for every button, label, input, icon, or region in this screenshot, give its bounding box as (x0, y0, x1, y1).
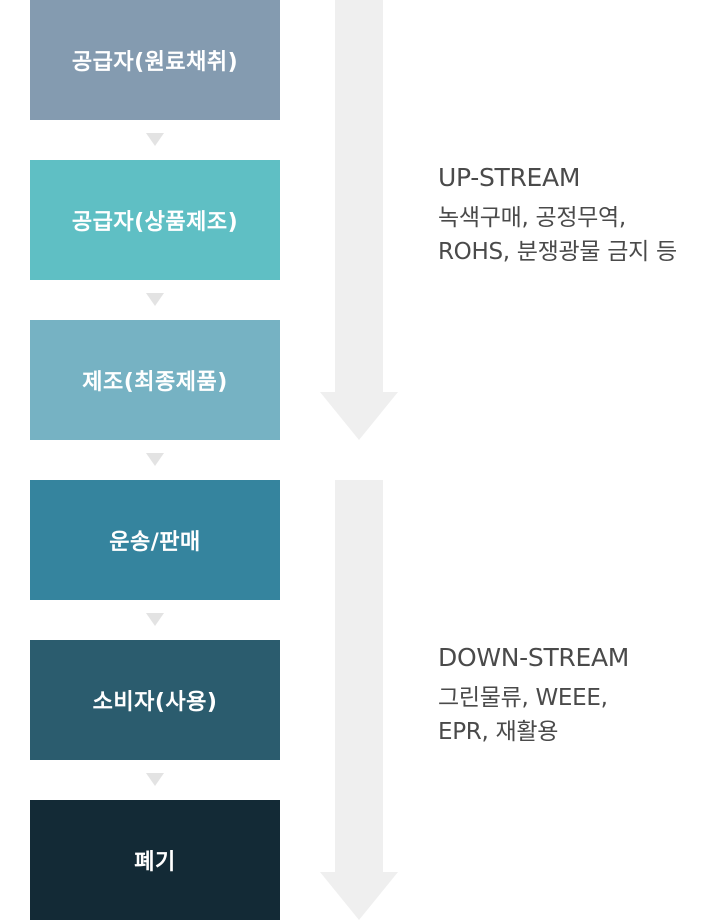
stage-product-supplier: 공급자(상품제조) (30, 160, 280, 280)
down-arrow-icon (146, 293, 164, 306)
upstream-desc-line: 녹색구매, 공정무역, (438, 205, 626, 231)
downstream-label: DOWN-STREAM 그린물류, WEEE, EPR, 재활용 (438, 643, 629, 749)
down-arrow-icon (146, 613, 164, 626)
upstream-title: UP-STREAM (438, 163, 581, 192)
downstream-description: 그린물류, WEEE, EPR, 재활용 (438, 681, 629, 749)
upstream-arrow-shaft (335, 0, 383, 392)
down-arrow-icon (146, 453, 164, 466)
upstream-description: 녹색구매, 공정무역, ROHS, 분쟁광물 금지 등 (438, 201, 677, 269)
stage-label: 공급자(원료채취) (71, 50, 239, 75)
downstream-title: DOWN-STREAM (438, 643, 630, 672)
stage-label: 제조(최종제품) (82, 370, 228, 395)
stage-disposal: 폐기 (30, 800, 280, 920)
stage-manufacturing: 제조(최종제품) (30, 320, 280, 440)
upstream-arrow-head-icon (320, 392, 398, 440)
stage-consumer-use: 소비자(사용) (30, 640, 280, 760)
stage-label: 운송/판매 (109, 530, 201, 555)
down-arrow-icon (146, 133, 164, 146)
downstream-desc-line: EPR, 재활용 (438, 719, 559, 745)
stage-label: 폐기 (134, 850, 176, 875)
stage-label: 소비자(사용) (92, 690, 218, 715)
upstream-label: UP-STREAM 녹색구매, 공정무역, ROHS, 분쟁광물 금지 등 (438, 163, 677, 269)
down-arrow-icon (146, 773, 164, 786)
stage-transport-sales: 운송/판매 (30, 480, 280, 600)
stage-raw-material-supplier: 공급자(원료채취) (30, 0, 280, 120)
downstream-arrow-shaft (335, 480, 383, 872)
stage-label: 공급자(상품제조) (71, 210, 239, 235)
downstream-arrow-head-icon (320, 872, 398, 920)
upstream-desc-line: ROHS, 분쟁광물 금지 등 (438, 239, 677, 265)
downstream-desc-line: 그린물류, WEEE, (438, 685, 608, 711)
